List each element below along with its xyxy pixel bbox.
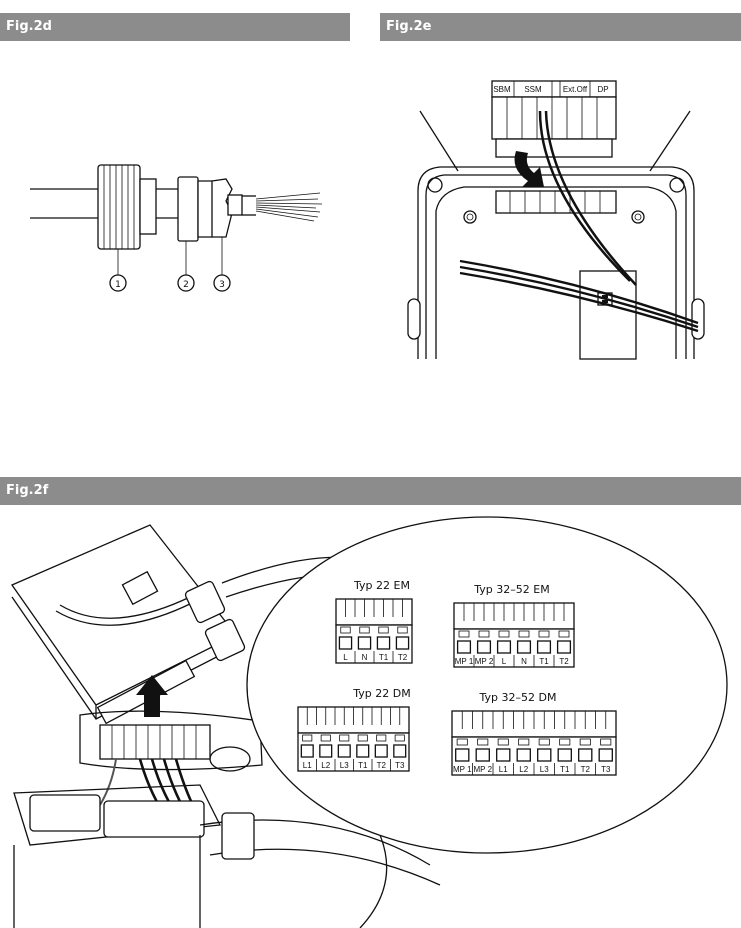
terminal-label: L1 — [303, 761, 312, 770]
fig-2f-header: Fig.2f — [0, 477, 741, 505]
typ-32-52-em-title: Typ 32–52 EM — [473, 583, 549, 596]
terminal-label: L1 — [499, 765, 508, 774]
cable-gland-drawing: 1 2 3 — [30, 164, 323, 292]
typ-32-52-dm-title: Typ 32–52 DM — [479, 691, 557, 704]
connector-installation-drawing: Typ 22 EM Typ 32–52 EM Typ 22 DM Typ 32–… — [11, 516, 728, 928]
fig-2d-header: Fig.2d — [0, 13, 350, 41]
terminal-label: T3 — [395, 761, 405, 770]
terminal-label: T2 — [398, 653, 408, 662]
callout-1: 1 — [115, 280, 121, 290]
terminal-label: T1 — [539, 657, 549, 666]
typ-22-em-connector: L N T1 T2 — [335, 598, 413, 664]
callout-3: 3 — [219, 280, 225, 290]
fig-2e-header: Fig.2e — [380, 13, 741, 41]
terminal-label: T2 — [559, 657, 569, 666]
terminal-label: MP 1 — [453, 765, 472, 774]
terminal-label-dp: DP — [597, 85, 608, 94]
terminal-housing-drawing: SBM SSM Ext.Off DP — [407, 80, 705, 360]
terminal-label: L — [502, 657, 507, 666]
terminal-label-ssm: SSM — [524, 85, 542, 94]
terminal-label: L3 — [340, 761, 349, 770]
terminal-label: L3 — [540, 765, 549, 774]
typ-22-dm-title: Typ 22 DM — [352, 687, 410, 700]
terminal-label: T2 — [377, 761, 387, 770]
terminal-label: T1 — [560, 765, 570, 774]
typ-22-em-title: Typ 22 EM — [353, 579, 410, 592]
terminal-label-ext-off: Ext.Off — [563, 85, 588, 94]
terminal-label: T1 — [358, 761, 368, 770]
terminal-label: T1 — [379, 653, 389, 662]
typ-22-dm-connector: L1 L2 L3 T1 T2 T3 — [297, 706, 410, 772]
terminal-label: L — [343, 653, 348, 662]
terminal-label-sbm: SBM — [493, 85, 511, 94]
terminal-label: T2 — [581, 765, 591, 774]
callout-2: 2 — [183, 280, 189, 290]
terminal-label: MP 2 — [475, 657, 494, 666]
terminal-label: T3 — [601, 765, 611, 774]
terminal-label: N — [521, 657, 527, 666]
terminal-label: N — [362, 653, 368, 662]
terminal-label: L2 — [321, 761, 330, 770]
terminal-label: MP 1 — [455, 657, 474, 666]
terminal-label: MP 2 — [473, 765, 492, 774]
terminal-label: L2 — [519, 765, 528, 774]
